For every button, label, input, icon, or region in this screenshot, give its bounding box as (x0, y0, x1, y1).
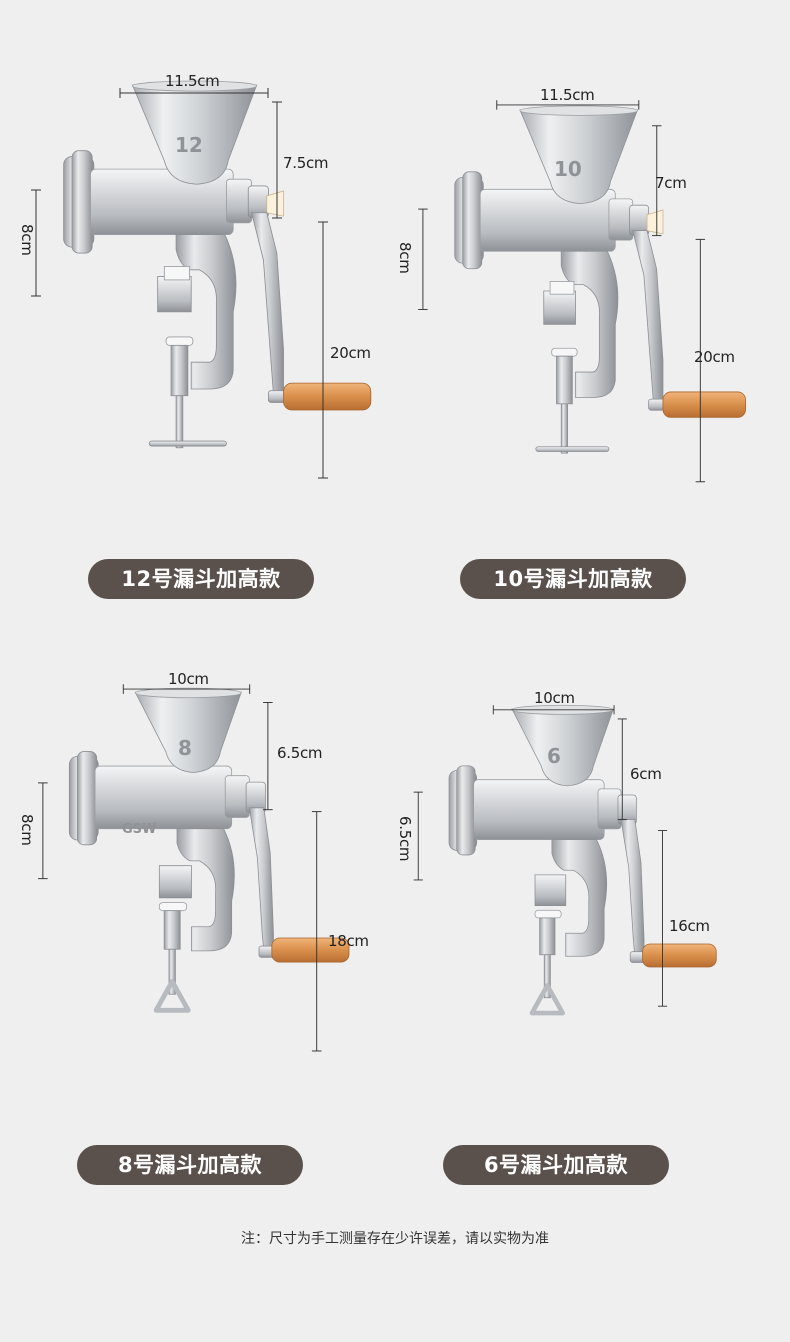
product-title-pill: 8号漏斗加高款 (77, 1145, 303, 1185)
product-10: 10 11.5cm 7cm 8cm 20cm (384, 86, 779, 646)
width-dimension: 11.5cm (165, 72, 220, 90)
body-height-dimension: 6.5cm (396, 816, 414, 862)
crank-length-dimension: 18cm (328, 932, 369, 950)
funnel-height-dimension: 6.5cm (277, 744, 323, 762)
meat-grinder-12-image (31, 60, 395, 479)
product-6: 6 10cm 6cm 6.5cm 16cm (384, 686, 779, 1246)
crank-length-dimension: 16cm (669, 917, 710, 935)
brand-mark: GSW (122, 822, 157, 837)
meat-grinder-10-image (418, 100, 779, 483)
width-dimension: 11.5cm (540, 86, 595, 104)
product-title-pill: 6号漏斗加高款 (443, 1145, 669, 1185)
product-title-pill: 10号漏斗加高款 (460, 559, 686, 599)
width-dimension: 10cm (534, 689, 575, 707)
funnel-height-dimension: 6cm (630, 765, 662, 783)
meat-grinder-8-image (38, 684, 395, 1052)
funnel-size-mark: 12 (175, 133, 203, 157)
funnel-size-mark: 6 (547, 744, 561, 768)
product-12: 12 11.5cm 7.5cm 8cm 20cm (0, 60, 395, 620)
body-height-dimension: 8cm (18, 224, 36, 256)
funnel-size-mark: 8 (178, 736, 192, 760)
crank-length-dimension: 20cm (330, 344, 371, 362)
product-title-pill: 12号漏斗加高款 (88, 559, 314, 599)
funnel-size-mark: 10 (554, 157, 582, 181)
crank-length-dimension: 20cm (694, 348, 735, 366)
product-8: 8 GSW 10cm 6.5cm 8cm 18cm (0, 668, 395, 1228)
funnel-height-dimension: 7.5cm (283, 154, 329, 172)
funnel-height-dimension: 7cm (655, 174, 687, 192)
measurement-footnote: 注：尺寸为手工测量存在少许误差，请以实物为准 (241, 1231, 549, 1247)
body-height-dimension: 8cm (18, 814, 36, 846)
width-dimension: 10cm (168, 670, 209, 688)
meat-grinder-6-image (413, 686, 759, 1116)
body-height-dimension: 8cm (396, 242, 414, 274)
